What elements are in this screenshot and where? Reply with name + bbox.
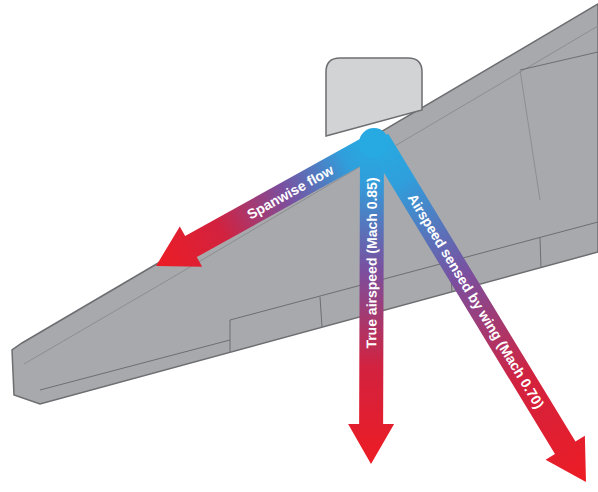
arrow-label: True airspeed (Mach 0.85): [364, 177, 379, 348]
panel-line: [520, 70, 540, 200]
slat-line: [24, 26, 598, 364]
flap-edge: [320, 297, 322, 327]
flow-arrow: [348, 140, 394, 464]
flow-arrow: [368, 134, 586, 482]
flap-edge: [540, 238, 541, 268]
flow-origin: [359, 128, 389, 158]
flow-arrow: [156, 136, 378, 267]
engine-pylon: [326, 58, 422, 136]
flow-arrows: [156, 128, 586, 482]
flap-line: [230, 222, 598, 320]
panel-line: [520, 52, 598, 70]
aileron-line: [40, 340, 230, 390]
flap-edge: [230, 320, 231, 352]
